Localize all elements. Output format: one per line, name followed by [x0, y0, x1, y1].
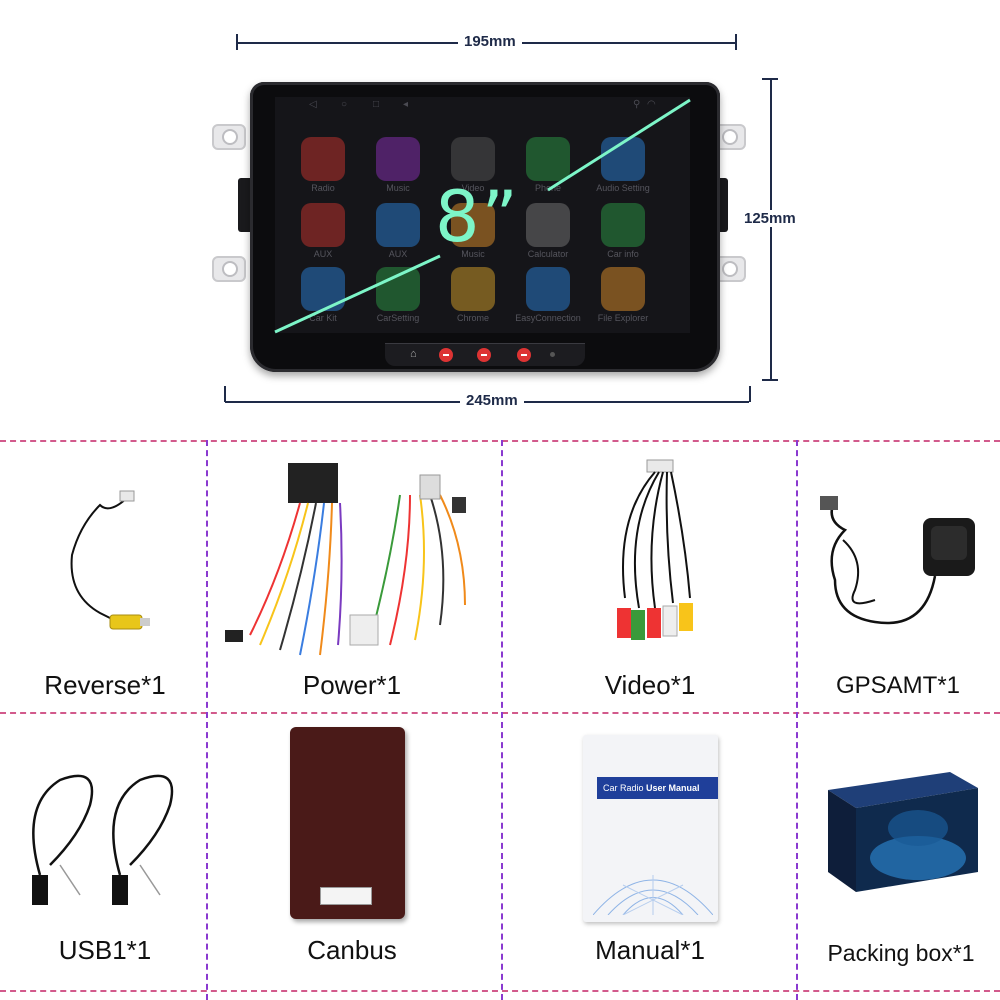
dimension-tick — [749, 386, 751, 402]
video-label: Video*1 — [604, 670, 696, 700]
canbus-label: Canbus — [307, 935, 397, 965]
diagonal-line — [274, 254, 441, 334]
dimension-line — [770, 78, 772, 380]
app-icon[interactable] — [451, 137, 495, 181]
screen-size-label: 8” — [435, 176, 520, 258]
power-harness-image — [225, 463, 466, 656]
manual-label: Manual*1 — [595, 935, 705, 965]
volume-icon: ◂ — [403, 99, 409, 110]
hardware-button-bar: ⌂ — [385, 343, 585, 366]
height-right-label: 125mm — [738, 210, 802, 227]
home-icon: ○ — [341, 99, 348, 110]
grid-divider — [796, 440, 798, 1000]
app-label: Phone — [534, 183, 562, 193]
power-label: Power*1 — [302, 670, 402, 700]
manual-globe-graphic — [593, 875, 713, 915]
app-label: Calculator — [527, 249, 569, 259]
volume-up-button[interactable] — [439, 348, 453, 362]
nav-icon: ⌂ — [410, 348, 417, 360]
width-top-label: 195mm — [458, 33, 522, 50]
gps-antenna-image — [820, 496, 975, 625]
gps-label: GPSAMT*1 — [835, 672, 961, 699]
app-label: Car Kit — [309, 313, 337, 323]
app-icon[interactable] — [301, 137, 345, 181]
grid-divider — [501, 440, 503, 1000]
usb-label: USB1*1 — [58, 935, 152, 965]
manual-title-prefix: Car Radio — [603, 783, 647, 793]
dimension-tick — [762, 379, 778, 381]
app-label: CarSetting — [376, 313, 420, 323]
app-icon[interactable] — [526, 267, 570, 311]
canbus-connector — [320, 887, 372, 905]
grid-divider — [0, 712, 1000, 714]
width-bottom-label: 245mm — [460, 392, 524, 409]
manual-image: Car Radio User Manual — [583, 735, 718, 922]
volume-down-button[interactable] — [517, 348, 531, 362]
grid-divider — [0, 440, 1000, 442]
app-label: Audio Setting — [596, 183, 650, 193]
location-icon: ⚲ — [633, 99, 641, 110]
app-icon[interactable] — [451, 267, 495, 311]
app-label: AUX — [388, 249, 408, 259]
mic-icon — [550, 352, 555, 357]
canbus-image — [290, 727, 405, 919]
app-label: File Explorer — [597, 313, 649, 323]
dimension-tick — [735, 34, 737, 50]
reverse-cable-image — [70, 490, 150, 630]
app-icon[interactable] — [601, 137, 645, 181]
app-label: Music — [386, 183, 410, 193]
app-label: Radio — [311, 183, 335, 193]
app-label: AUX — [313, 249, 333, 259]
back-icon: ◁ — [309, 99, 317, 110]
app-icon[interactable] — [301, 203, 345, 247]
recents-icon: □ — [373, 99, 380, 110]
app-icon[interactable] — [601, 267, 645, 311]
wifi-icon: ◠ — [647, 99, 656, 110]
usb-cables-image — [32, 774, 174, 905]
manual-title: User Manual — [646, 783, 700, 793]
screen-diagonal — [274, 98, 691, 334]
app-icon[interactable] — [451, 203, 495, 247]
box-label: Packing box*1 — [827, 940, 975, 966]
app-icon[interactable] — [526, 203, 570, 247]
app-label: Chrome — [456, 313, 489, 323]
dimension-tick — [224, 386, 226, 402]
reverse-label: Reverse*1 — [44, 670, 166, 700]
app-label: Video — [461, 183, 485, 193]
mount-bracket — [212, 124, 246, 150]
app-label: Car info — [607, 249, 639, 259]
mount-bracket — [212, 256, 246, 282]
manual-title-band: Car Radio User Manual — [597, 777, 718, 799]
diagonal-line — [547, 98, 691, 192]
grid-divider — [206, 440, 208, 1000]
video-cable-image — [617, 459, 693, 640]
power-button[interactable] — [477, 348, 491, 362]
app-icon[interactable] — [526, 137, 570, 181]
grid-divider — [0, 990, 1000, 992]
app-icon[interactable] — [601, 203, 645, 247]
packing-box-image — [828, 772, 978, 892]
status-bar: ◁ ○ □ ◂ ⚲ ◠ — [275, 97, 690, 113]
app-label: Music — [461, 249, 485, 259]
app-icon[interactable] — [376, 137, 420, 181]
app-label: EasyConnection — [515, 313, 581, 323]
app-icon[interactable] — [376, 203, 420, 247]
